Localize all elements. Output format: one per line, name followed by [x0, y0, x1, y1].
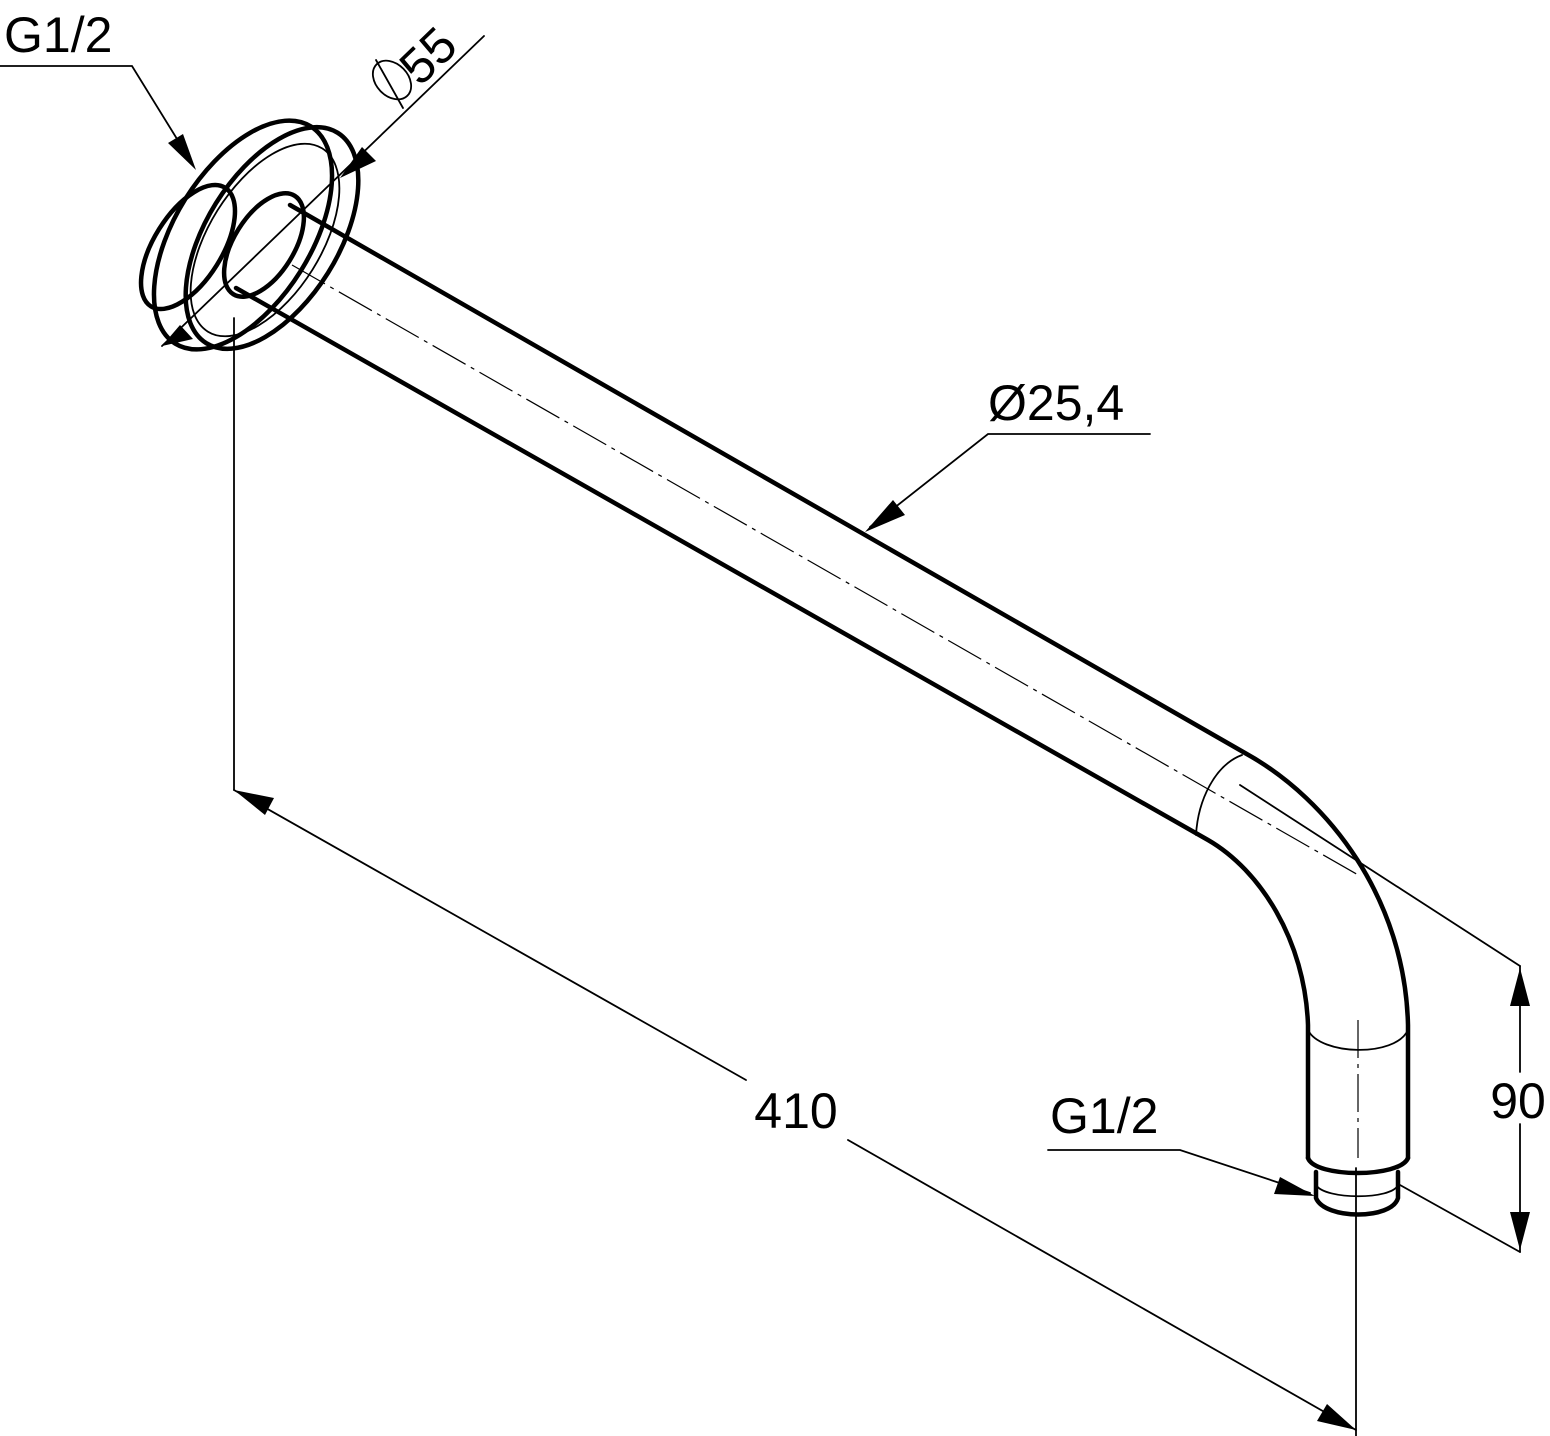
dimline-length-right — [847, 1139, 1357, 1431]
dimension-flange-thread: G1/2 — [0, 7, 196, 170]
arrowhead-pipe-diameter — [865, 500, 905, 532]
outlet-thread-line — [1315, 1184, 1399, 1198]
pipe-arm — [233, 202, 1411, 1217]
pipe-top-edge — [287, 202, 1411, 1161]
diameter-symbol — [371, 59, 413, 109]
label-flange-diameter: 55 — [389, 16, 468, 95]
flange-front-rim — [183, 124, 361, 352]
label-height: 90 — [1490, 1073, 1546, 1129]
arrowhead-length-right — [1317, 1404, 1356, 1430]
dimension-height: 90 — [1239, 784, 1546, 1253]
leader-outlet-thread — [1047, 1149, 1311, 1194]
pipe-centerline — [291, 264, 1361, 877]
arrowhead-height-upper — [1510, 968, 1530, 1006]
label-pipe-diameter: Ø25,4 — [988, 375, 1124, 431]
arrowhead-flange-upper — [340, 147, 376, 178]
outlet-thread — [1313, 1169, 1401, 1217]
label-flange-thread: G1/2 — [4, 7, 112, 63]
dimension-outlet-thread: G1/2 — [1047, 1088, 1315, 1196]
arrowhead-flange-lower — [162, 325, 193, 346]
arrowhead-length-left — [234, 790, 274, 815]
extension-line-height-upper — [1239, 784, 1521, 967]
dimline-length-left — [233, 789, 747, 1081]
label-outlet-thread: G1/2 — [1050, 1088, 1158, 1144]
arrowhead-outlet-thread — [1274, 1177, 1315, 1196]
dimension-length: 410 — [233, 317, 1357, 1436]
extension-line-height-lower — [1399, 1184, 1521, 1253]
leader-pipe-diameter — [869, 433, 1151, 528]
wall-flange — [138, 118, 361, 352]
dimension-pipe-diameter: Ø25,4 — [865, 375, 1151, 532]
flange-pipe-opening — [221, 191, 307, 299]
flange-inner-rim — [189, 142, 341, 338]
dimline-flange-diameter — [161, 35, 485, 347]
outlet-ring — [1305, 1155, 1411, 1176]
pipe-bottom-edge — [233, 285, 1311, 1161]
label-length: 410 — [754, 1083, 837, 1139]
dimension-flange-diameter: 55 — [161, 16, 485, 347]
leader-flange-thread — [0, 65, 191, 161]
arrowhead-height-lower — [1510, 1212, 1530, 1250]
arrowhead-flange-thread — [168, 134, 196, 170]
pipe-bend-seam — [1195, 754, 1243, 836]
